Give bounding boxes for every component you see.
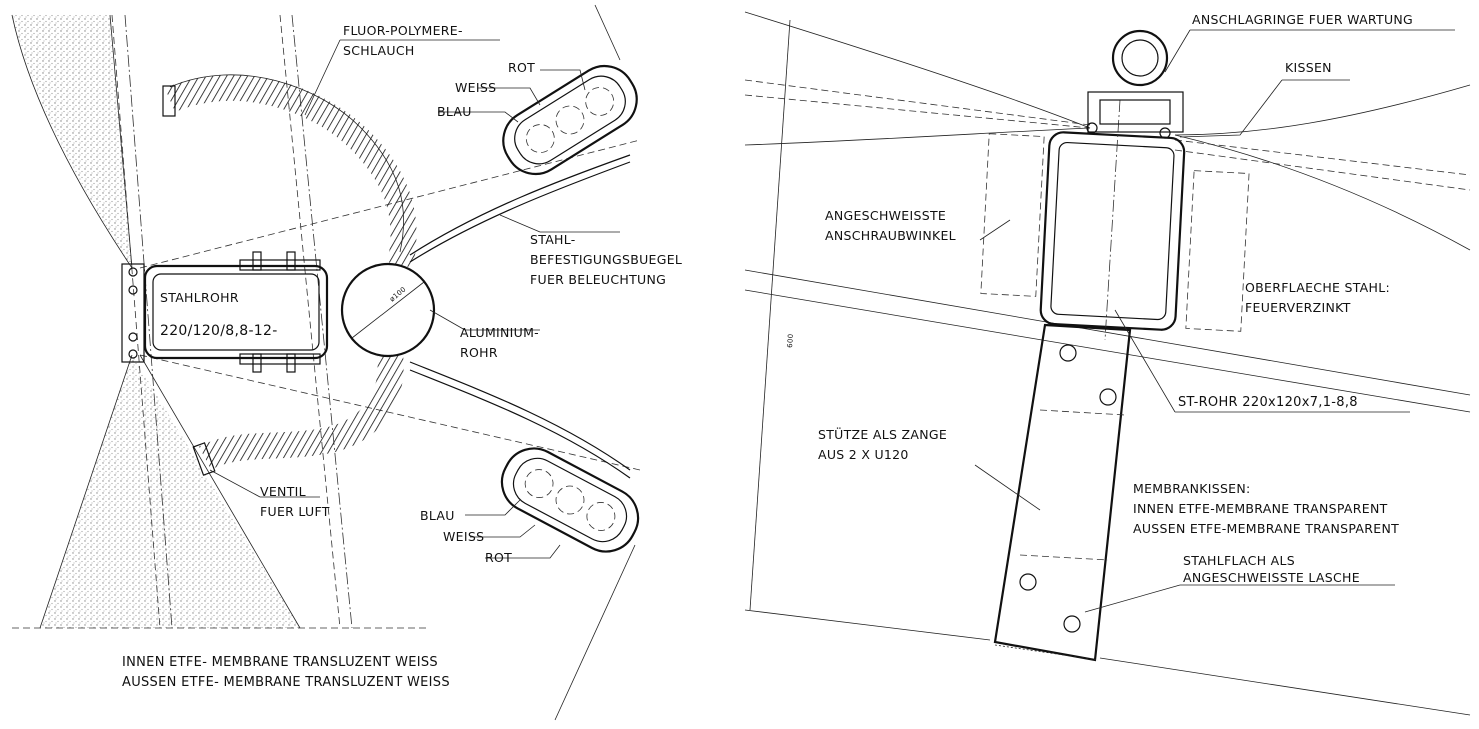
lamp-housing-bottom: [500, 447, 640, 553]
label-membran-innen: INNEN ETFE-MEMBRANE TRANSPARENT: [1133, 501, 1388, 516]
note-aussen: AUSSEN ETFE- MEMBRANE TRANSLUZENT WEISS: [122, 675, 450, 690]
note-innen: INNEN ETFE- MEMBRANE TRANSLUZENT WEISS: [122, 655, 438, 670]
label-stahl-buegel-3: FUER BELEUCHTUNG: [530, 272, 666, 287]
label-stahlrohr-dims: 220/120/8,8-12-: [160, 323, 278, 339]
lifting-ring: [1111, 29, 1169, 87]
label-fluor-hose-2: SCHLAUCH: [343, 43, 415, 58]
steel-tube: [143, 264, 329, 360]
label-lasche: ANGESCHWEISSTE LASCHE: [1183, 570, 1360, 585]
label-stahlrohr: STAHLROHR: [160, 290, 239, 305]
label-membrankissen: MEMBRANKISSEN:: [1133, 481, 1251, 496]
fluoropolymer-hose-lower: [199, 353, 404, 470]
label-fluor-hose: FLUOR-POLYMERE-: [343, 23, 463, 38]
label-st-rohr: ST-ROHR 220x120x7,1-8,8: [1178, 395, 1358, 410]
label-alu-dim: ø100: [388, 285, 408, 303]
label-aluminium-2: ROHR: [460, 345, 498, 360]
dim-vertical-600: 600: [786, 333, 795, 348]
membrane-lower-shaded: [40, 355, 300, 628]
right-section-view: 600 ANSCHLAGRINGE FUER WARTUNG: [744, 11, 1471, 716]
label-feuerverzinkt: FEUERVERZINKT: [1245, 300, 1351, 315]
label-oberflaeche: OBERFLAECHE STAHL:: [1245, 280, 1390, 295]
label-kissen: KISSEN: [1285, 60, 1332, 75]
label-weiss-top: WEISS: [455, 80, 496, 95]
label-stahl-buegel: STAHL-: [530, 232, 576, 247]
label-stahlflach: STAHLFLACH ALS: [1183, 553, 1295, 568]
end-plate: [121, 263, 145, 363]
st-tube-section: [1039, 131, 1186, 331]
label-angeschweisste: ANGESCHWEISSTE: [825, 208, 946, 223]
label-blau-bottom: BLAU: [420, 508, 455, 523]
label-stahl-buegel-2: BEFESTIGUNGSBUEGEL: [530, 252, 682, 267]
membrane-upper-shaded: [12, 15, 132, 268]
label-membran-aussen: AUSSEN ETFE-MEMBRANE TRANSPARENT: [1133, 521, 1399, 536]
label-anschraubwinkel: ANSCHRAUBWINKEL: [825, 228, 956, 243]
label-weiss-bottom: WEISS: [443, 529, 484, 544]
column-u120: [993, 323, 1132, 662]
label-stuetze: STÜTZE ALS ZANGE: [818, 426, 947, 442]
label-rot-top: ROT: [508, 60, 535, 75]
fluoropolymer-hose-upper: [164, 74, 417, 268]
label-aluminium: ALUMINIUM-: [460, 325, 539, 340]
label-rot-bottom: ROT: [485, 550, 512, 565]
label-ventil-2: FUER LUFT: [260, 504, 330, 519]
label-anschlagringe: ANSCHLAGRINGE FUER WARTUNG: [1192, 12, 1413, 27]
label-stuetze-2: AUS 2 X U120: [818, 447, 909, 462]
label-blau-top: BLAU: [437, 104, 472, 119]
lamp-housing-top: [502, 64, 638, 176]
left-section-view: FLUOR-POLYMERE- SCHLAUCH ROT WEISS BLAU …: [11, 4, 682, 721]
label-ventil: VENTIL: [260, 484, 306, 499]
